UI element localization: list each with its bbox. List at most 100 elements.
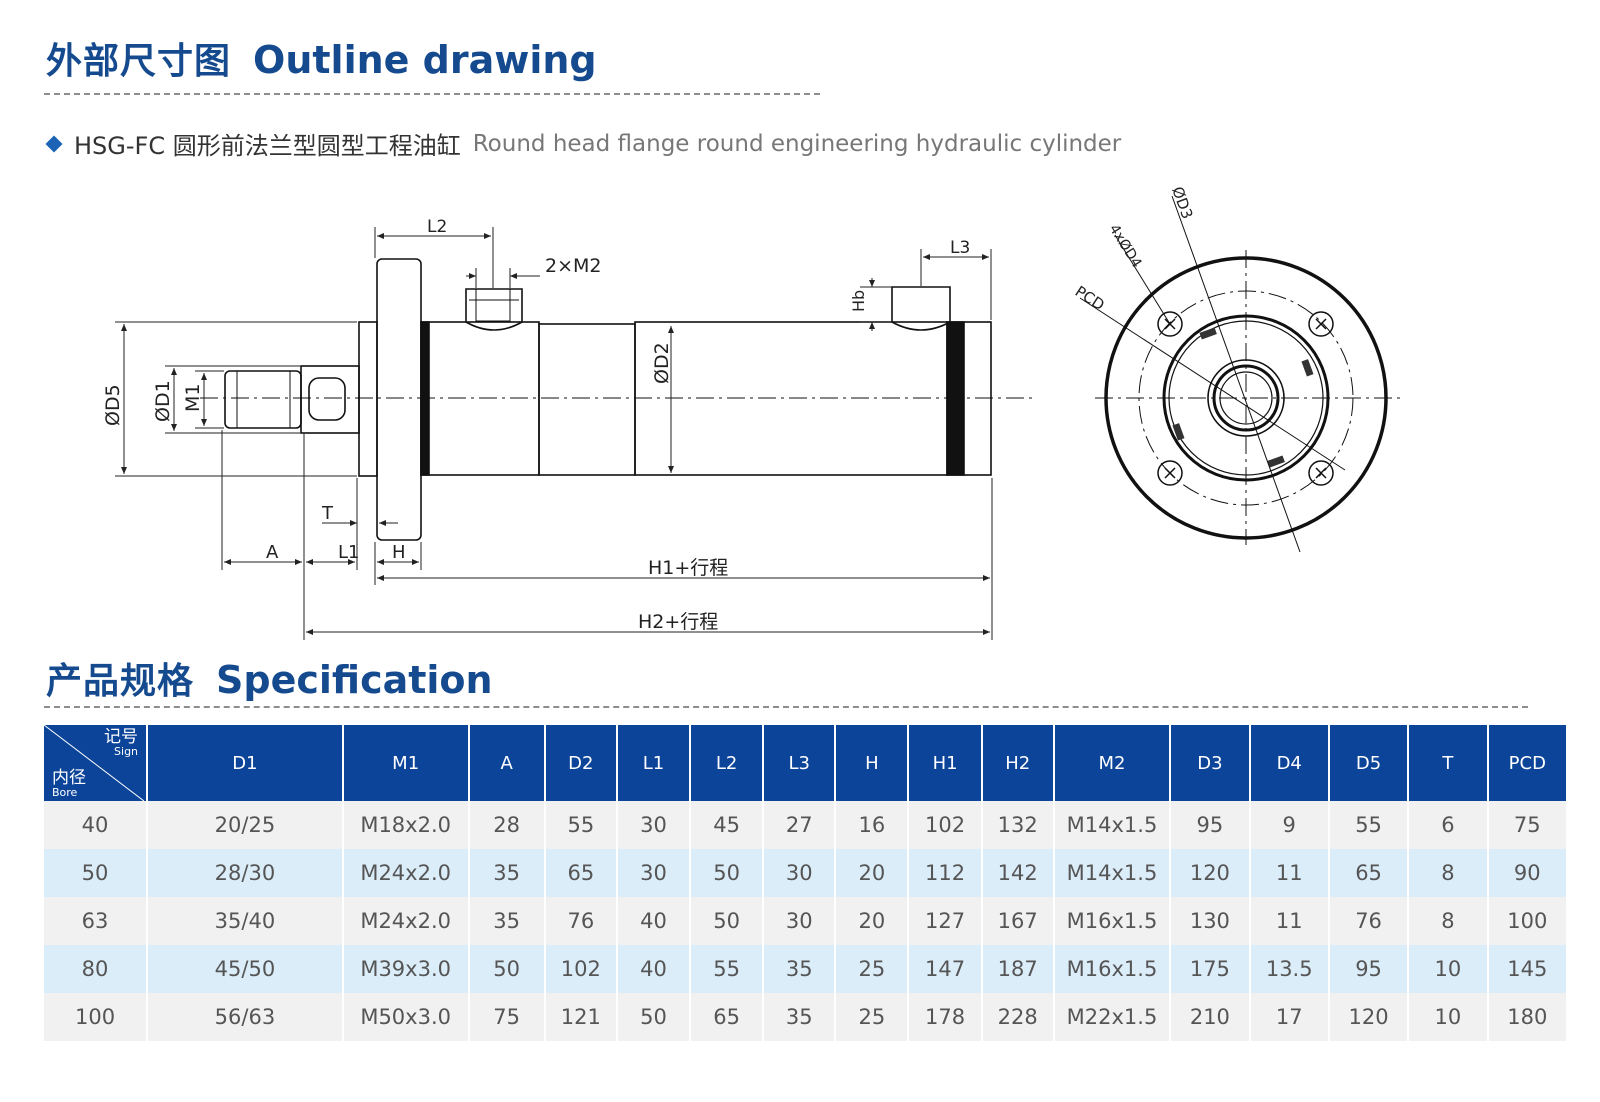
- col-header: M1: [342, 725, 470, 801]
- table-cell: 35/40: [147, 897, 344, 945]
- table-cell: M14x1.5: [1053, 801, 1172, 849]
- pcd-leader: [1079, 297, 1346, 471]
- label-a: A: [266, 542, 279, 563]
- rear-port-boss: [891, 286, 951, 322]
- table-cell: 76: [544, 897, 618, 945]
- table-cell: 40: [616, 945, 692, 993]
- bore-cell: 40: [44, 801, 149, 849]
- label-l3: L3: [950, 238, 970, 258]
- col-header: L2: [690, 725, 765, 801]
- table-cell: M24x2.0: [342, 849, 470, 897]
- table-cell: M16x1.5: [1053, 897, 1172, 945]
- label-d3: ØD3: [1168, 184, 1196, 221]
- table-cell: 75: [1487, 801, 1566, 849]
- bore-cell: 80: [44, 945, 149, 993]
- table-cell: 56/63: [147, 993, 344, 1041]
- table-cell: 187: [981, 945, 1055, 993]
- table-cell: 147: [908, 945, 983, 993]
- table-cell: 20: [835, 849, 910, 897]
- end-view-labels: ØD3 4xØD4 PCD: [1072, 184, 1197, 314]
- tube-lugs: [1172, 327, 1314, 468]
- table-cell: 50: [616, 993, 692, 1041]
- spec-title: 产品规格 Specification: [46, 652, 493, 704]
- table-cell: 90: [1487, 849, 1566, 897]
- table-cell: 50: [690, 897, 765, 945]
- col-header: D4: [1249, 725, 1330, 801]
- table-cell: 121: [544, 993, 618, 1041]
- table-cell: 30: [616, 801, 692, 849]
- label-d4: 4xØD4: [1106, 222, 1145, 271]
- label-m2: 2×M2: [545, 255, 602, 277]
- table-cell: 35: [468, 897, 546, 945]
- table-cell: 55: [544, 801, 618, 849]
- table-cell: 6: [1408, 801, 1489, 849]
- label-d5: ØD5: [102, 384, 124, 426]
- table-cell: 142: [981, 849, 1055, 897]
- table-cell: M22x1.5: [1053, 993, 1172, 1041]
- table-cell: 30: [763, 897, 837, 945]
- flange-outer: [1104, 256, 1388, 540]
- spec-title-en: Specification: [216, 658, 493, 702]
- col-header: T: [1408, 725, 1489, 801]
- table-cell: 100: [1487, 897, 1566, 945]
- outline-drawing: L2 2×M2 L3 Hb ØD2 ØD5 ØD1 M1 T A L1 H H1…: [102, 184, 1400, 640]
- bore-zh: 内径: [52, 768, 86, 788]
- table-cell: 8: [1408, 897, 1489, 945]
- table-cell: 10: [1408, 945, 1489, 993]
- col-header: L1: [616, 725, 692, 801]
- table-cell: 145: [1487, 945, 1566, 993]
- bore-cell: 63: [44, 897, 149, 945]
- d3-leader: [1171, 195, 1301, 553]
- spec-table: 记号 Sign 内径 Bore D1 M1 A D2 L1 L2 L3 H H1…: [44, 725, 1566, 1041]
- table-cell: 167: [981, 897, 1055, 945]
- outline-title: 外部尺寸图 Outline drawing: [46, 32, 597, 84]
- label-hb: Hb: [849, 290, 868, 312]
- table-cell: 45: [690, 801, 765, 849]
- dimension-lines: [115, 227, 993, 640]
- table-cell: 76: [1328, 897, 1410, 945]
- table-cell: 11: [1249, 897, 1330, 945]
- table-cell: 35: [468, 849, 546, 897]
- table-cell: 120: [1170, 849, 1251, 897]
- table-cell: 35: [763, 945, 837, 993]
- table-cell: 13.5: [1249, 945, 1330, 993]
- table-cell: 16: [835, 801, 910, 849]
- table-cell: M39x3.0: [342, 945, 470, 993]
- label-d2: ØD2: [651, 342, 673, 384]
- table-cell: 130: [1170, 897, 1251, 945]
- label-h2: H2+行程: [638, 611, 718, 633]
- product-subheading: HSG-FC 圆形前法兰型圆型工程油缸 Round head flange ro…: [44, 126, 1121, 161]
- label-l1: L1: [338, 542, 359, 563]
- col-header: H2: [981, 725, 1055, 801]
- table-cell: M18x2.0: [342, 801, 470, 849]
- front-port-boss: [465, 288, 523, 322]
- table-cell: 127: [908, 897, 983, 945]
- barrel-outer: [1162, 314, 1330, 482]
- table-cell: 30: [763, 849, 837, 897]
- flange: [376, 258, 422, 541]
- col-header: D1: [147, 725, 344, 801]
- corner-header: 记号 Sign 内径 Bore: [44, 725, 149, 801]
- sign-zh: 记号: [104, 727, 139, 747]
- table-cell: 95: [1328, 945, 1410, 993]
- table-cell: 25: [835, 945, 910, 993]
- label-m1: M1: [182, 384, 204, 412]
- title-divider: [44, 93, 820, 95]
- table-cell: 10: [1408, 993, 1489, 1041]
- table-cell: 55: [1328, 801, 1410, 849]
- bore-cell: 50: [44, 849, 149, 897]
- table-cell: 180: [1487, 993, 1566, 1041]
- table-cell: 112: [908, 849, 983, 897]
- table-cell: 8: [1408, 849, 1489, 897]
- label-h: H: [392, 542, 406, 563]
- table-cell: 40: [616, 897, 692, 945]
- label-l2: L2: [427, 217, 447, 237]
- col-header: D5: [1328, 725, 1410, 801]
- table-cell: 132: [981, 801, 1055, 849]
- table-cell: 178: [908, 993, 983, 1041]
- end-view: [1079, 195, 1400, 553]
